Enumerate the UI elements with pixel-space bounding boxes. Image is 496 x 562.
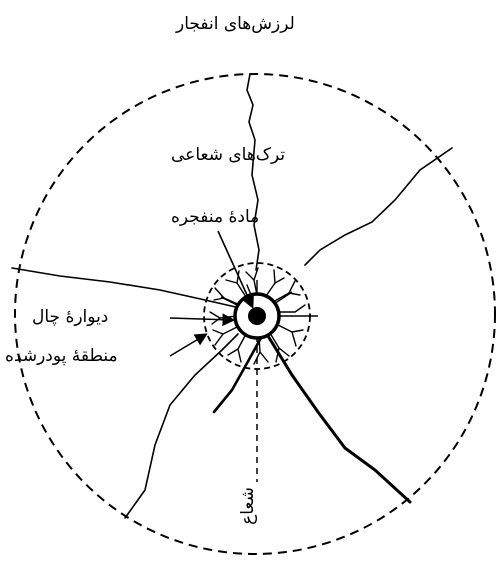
vibration-label: لرزش‌های انفجار [176, 14, 295, 34]
radial-cracks-label: ترک‌های شعاعی [171, 145, 285, 165]
crushed-zone-label: منطقهٔ پودرشده [5, 346, 118, 366]
hole-wall-label: دیوارهٔ چال [32, 307, 108, 327]
explosive-label: مادهٔ منفجره [171, 207, 259, 227]
explosive-arrow [218, 231, 252, 306]
explosive-core [248, 307, 266, 325]
radial-cracks [12, 74, 452, 518]
radius-label: شعاع [238, 487, 258, 525]
crushed-zone-arrow [170, 335, 205, 356]
